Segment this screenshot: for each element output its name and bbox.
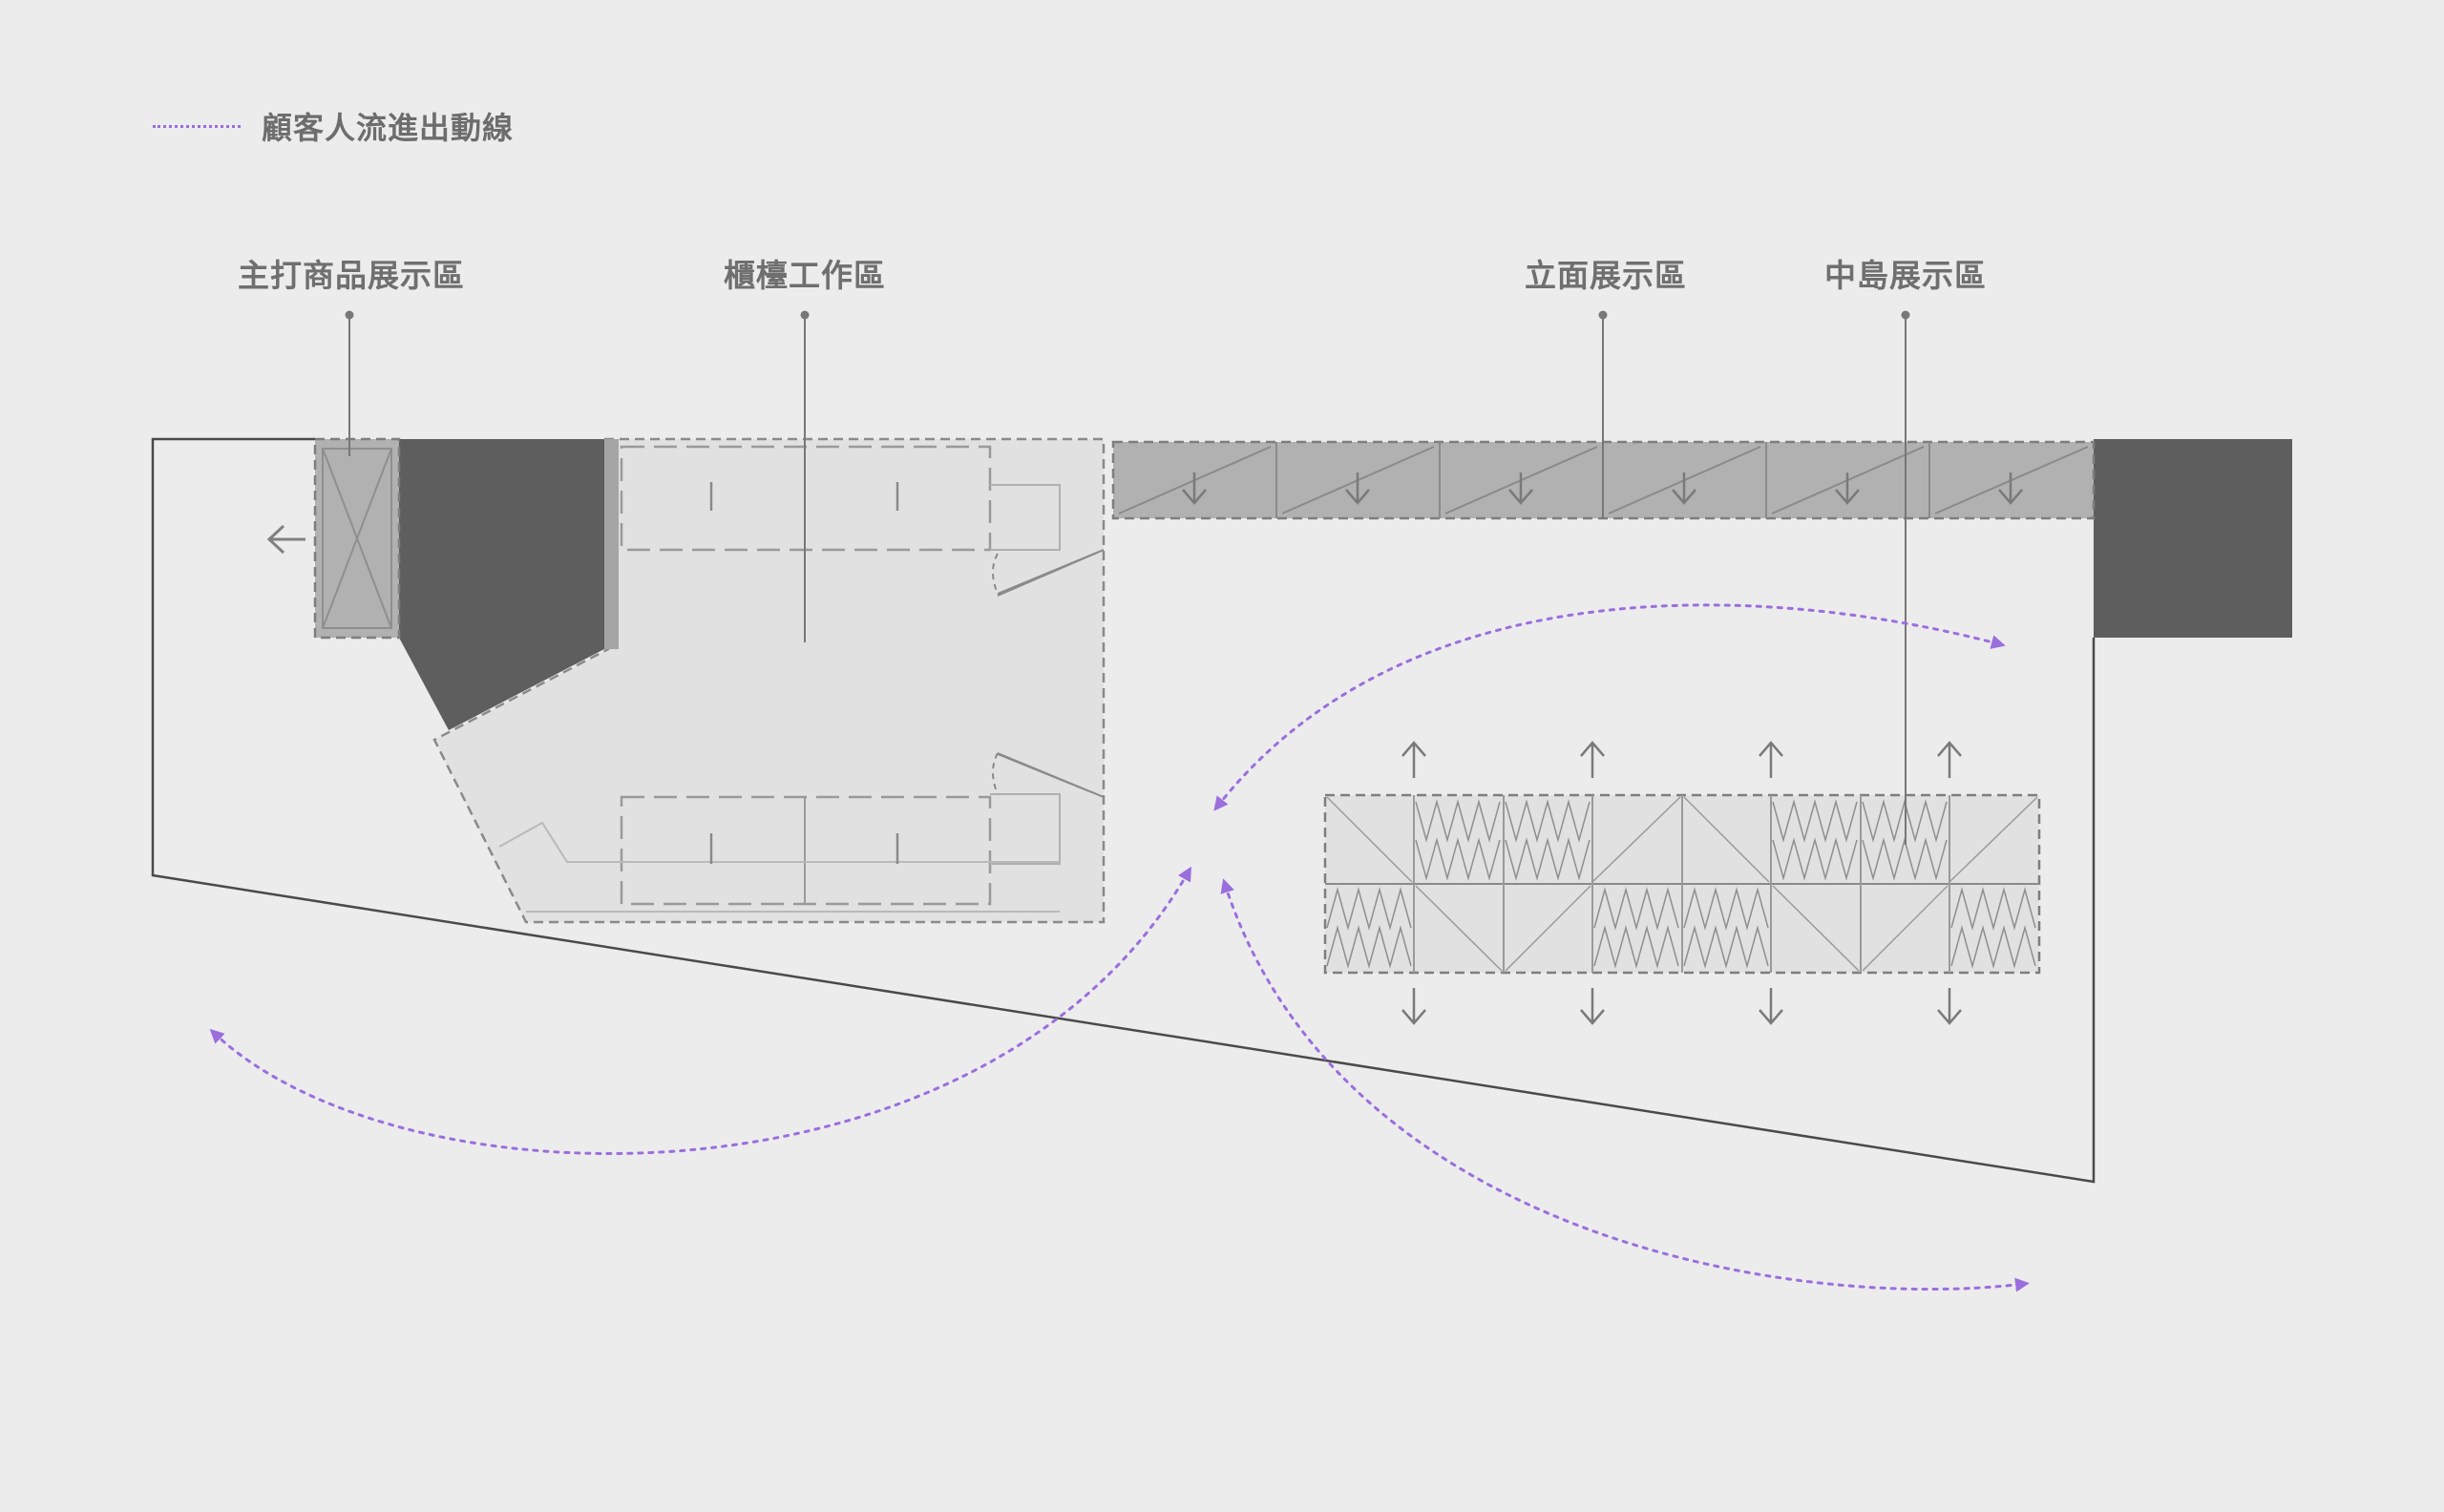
flow-path-lower-right [1220, 878, 2030, 1292]
structural-wall-right [2094, 439, 2292, 638]
flow-path-entry-left [209, 866, 1191, 1155]
zone-leader-dots [345, 310, 1910, 320]
arrow-left-icon [266, 524, 306, 555]
customer-flow-lines [209, 603, 2030, 1292]
flow-path-upper-right [1213, 603, 2006, 811]
label-wall-display-zone: 立面展示區 [1525, 257, 1687, 294]
shop-outline [151, 437, 2096, 1184]
label-featured-zone: 主打商品展示區 [238, 257, 465, 294]
featured-display-shelf [313, 437, 401, 640]
island-display-shelf [1323, 741, 2041, 1025]
label-island-display-zone: 中島展示區 [1824, 257, 1987, 294]
legend: 顧客人流進出動線 [153, 105, 514, 147]
structural-wall-left [399, 439, 604, 730]
label-counter-zone: 櫃檯工作區 [724, 257, 886, 294]
legend-flow-line [153, 124, 241, 128]
legend-flow-label: 顧客人流進出動線 [262, 110, 515, 146]
